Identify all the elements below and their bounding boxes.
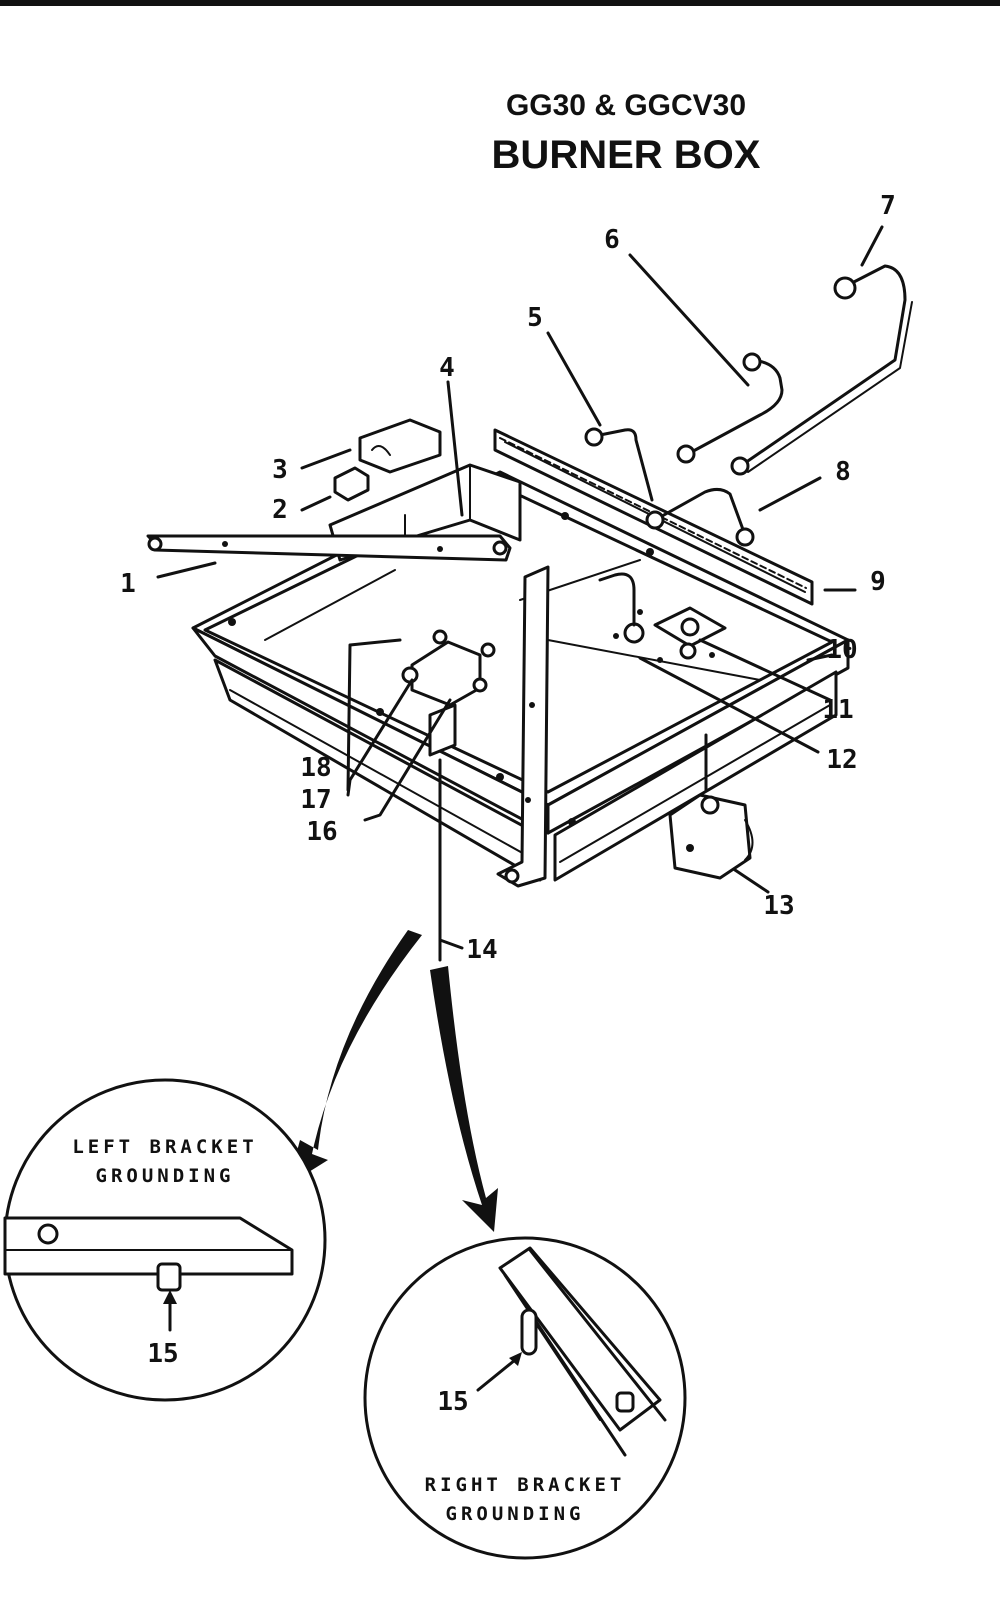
callout-4: 4 (439, 353, 455, 383)
left-bracket-bar (146, 534, 512, 562)
leader-lines (156, 225, 884, 950)
callout-10: 10 (826, 635, 857, 665)
pipe-6 (684, 358, 784, 457)
callout-numbers: 1 2 3 4 5 6 7 8 9 10 11 12 13 14 18 17 1… (120, 191, 896, 965)
callout-3: 3 (272, 455, 288, 485)
pipe-5 (593, 428, 654, 502)
callout-2: 2 (272, 495, 288, 525)
detail-arrows (288, 930, 498, 1232)
callout-14: 14 (466, 935, 497, 965)
left-detail-callout: 15 (147, 1339, 178, 1369)
right-detail-callout: 15 (437, 1387, 468, 1417)
right-detail-caption-line1: RIGHT BRACKET (425, 1474, 626, 1496)
left-detail-caption-line2: GROUNDING (96, 1165, 235, 1187)
right-bracket-detail (363, 1236, 687, 1560)
callout-18: 18 (300, 753, 331, 783)
pipe-7 (740, 264, 907, 467)
pipe-8 (653, 487, 747, 537)
callout-9: 9 (870, 567, 886, 597)
left-bracket-detail (3, 1078, 327, 1402)
callout-6: 6 (604, 225, 620, 255)
right-bracket (496, 565, 550, 888)
left-detail-caption-line1: LEFT BRACKET (72, 1136, 257, 1158)
callout-13: 13 (763, 891, 794, 921)
callout-16: 16 (306, 817, 337, 847)
valve-13 (668, 733, 754, 880)
callout-5: 5 (527, 303, 543, 333)
callout-7: 7 (880, 191, 896, 221)
callout-12: 12 (826, 745, 857, 775)
callout-8: 8 (835, 457, 851, 487)
diagram-title: BURNER BOX (492, 133, 761, 177)
igniter-module (333, 418, 442, 502)
valve-plate (598, 572, 727, 663)
callout-11: 11 (822, 695, 853, 725)
model-title: GG30 & GGCV30 (506, 89, 746, 122)
callout-1: 1 (120, 569, 136, 599)
right-detail-caption-line2: GROUNDING (446, 1503, 585, 1525)
callout-17: 17 (300, 785, 331, 815)
